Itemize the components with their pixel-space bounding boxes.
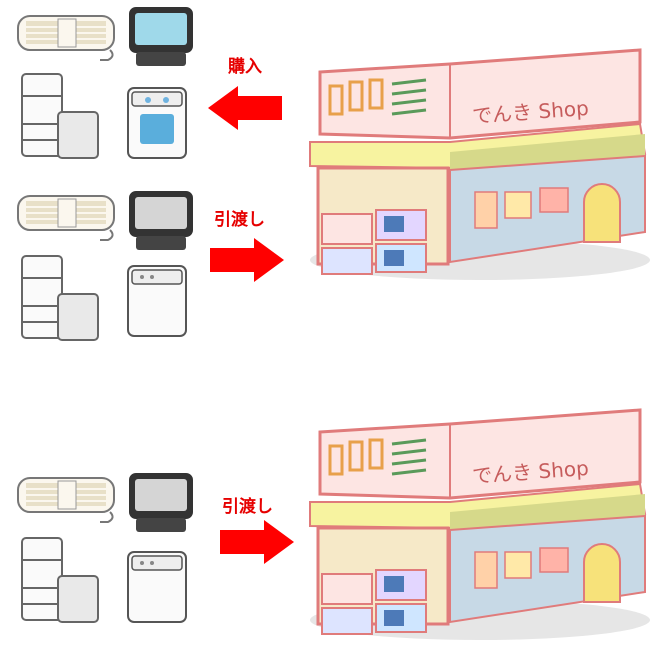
old-tv-icon: [129, 191, 193, 251]
handover-label: 引渡し: [214, 210, 265, 230]
new-fridge-icon: [21, 73, 99, 159]
old-fridge-icon: [21, 255, 99, 341]
new-aircon-icon: [17, 15, 115, 61]
purchase-label: 購入: [228, 57, 262, 77]
handover-arrow-icon: [210, 238, 284, 282]
old-washer-icon: [127, 551, 187, 623]
scene-handover-only: 引渡し でんき Shop: [0, 392, 657, 656]
new-washer-icon: [127, 87, 187, 159]
old-aircon-icon: [17, 195, 115, 241]
new-tv-icon: [129, 7, 193, 67]
handover-arrow-icon: [220, 520, 294, 564]
scene-purchase-and-handover: 購入 引渡し でんき Shop: [17, 7, 652, 341]
electronics-shop-icon: [308, 408, 652, 642]
old-tv-icon: [129, 473, 193, 533]
electronics-shop-icon: [308, 48, 652, 282]
purchase-arrow-icon: [208, 86, 282, 130]
old-washer-icon: [127, 265, 187, 337]
handover-label: 引渡し: [222, 497, 273, 517]
old-aircon-icon: [17, 477, 115, 523]
old-fridge-icon: [21, 537, 99, 623]
